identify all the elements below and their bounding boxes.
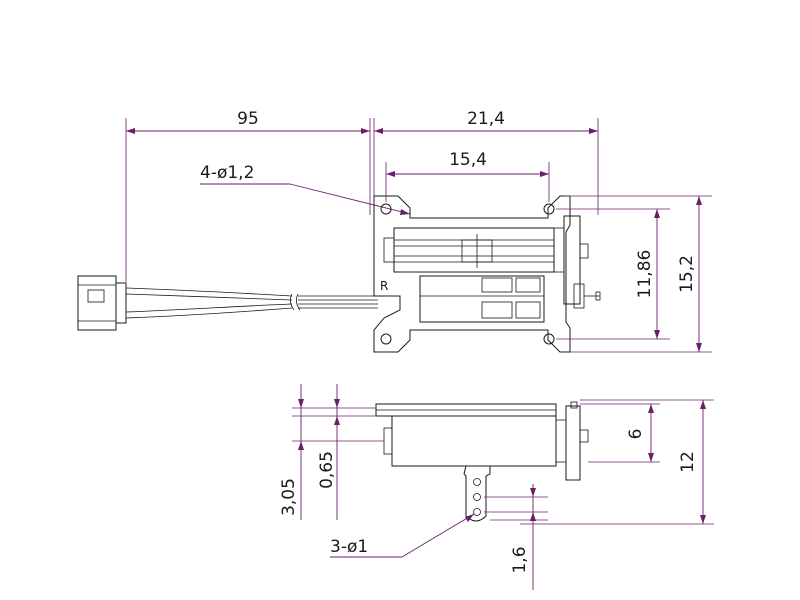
- mount-hole-top-right: [543, 203, 555, 215]
- dimension-total-height: 12: [520, 399, 714, 525]
- dim-label-11-86: 11,86: [635, 250, 655, 299]
- side-motor-body: [383, 401, 589, 481]
- dim-label-95: 95: [237, 109, 259, 129]
- mount-hole-top-left: [380, 203, 392, 215]
- dimension-body-height: 15,2: [564, 195, 712, 353]
- dim-label-21-4: 21,4: [467, 109, 505, 129]
- arm-hole-3: [473, 508, 481, 516]
- dim-label-0-65: 0,65: [317, 451, 337, 489]
- arm-hole-2: [473, 493, 481, 501]
- mount-hole-bottom-right: [543, 333, 555, 345]
- dimension-total-length: 95: [125, 109, 371, 282]
- dim-label-3-05: 3,05: [279, 478, 299, 516]
- dim-label-6: 6: [626, 429, 646, 440]
- dimension-body-width: 21,4: [373, 109, 599, 215]
- lower-block: [419, 275, 545, 323]
- dimension-hole-spacing-x: 15,4: [385, 150, 550, 202]
- marker-r-label: R: [380, 279, 388, 293]
- dim-label-3-holes: 3-ø1: [330, 537, 368, 557]
- dim-label-12: 12: [678, 451, 698, 473]
- dimension-shaft-height: 6: [580, 403, 660, 463]
- leader-holes-note: 4-ø1,2: [200, 163, 411, 215]
- arm-hole-1: [473, 478, 481, 486]
- dim-label-15-4: 15,4: [449, 150, 487, 170]
- dim-label-1-6: 1,6: [510, 546, 530, 573]
- leader-arm-holes-note: 3-ø1: [330, 513, 475, 558]
- servo-arm: [463, 465, 491, 522]
- dim-label-15-2: 15,2: [677, 255, 697, 293]
- dimension-hole-spacing-y: 11,86: [556, 208, 670, 340]
- mount-hole-bottom-left: [380, 333, 392, 345]
- motor-body: [383, 215, 601, 309]
- dim-label-4-holes: 4-ø1,2: [200, 163, 254, 183]
- connector: [77, 275, 127, 331]
- dimension-offsets: 3,05 0,65: [279, 384, 384, 520]
- side-plate: [375, 403, 557, 417]
- mounting-plate: R: [373, 195, 571, 353]
- wire-bundle: [125, 287, 378, 319]
- dimension-arm-hole-spacing: 1,6: [484, 484, 548, 590]
